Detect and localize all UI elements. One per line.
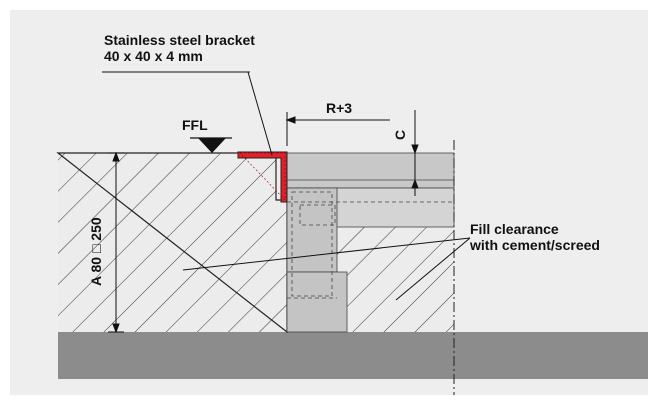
right-concrete-hatch: [337, 227, 454, 332]
r-dimension: [285, 112, 390, 146]
fill-clearance-line1: Fill clearance: [470, 221, 559, 237]
fill-clearance-line2: with cement/screed: [470, 237, 600, 254]
stainless-steel-bracket: [237, 151, 288, 203]
c-dimension: [411, 110, 419, 196]
triangle-down-icon: [190, 137, 232, 153]
bracket-leader-line: [247, 71, 273, 156]
hidden-lines: [287, 191, 454, 299]
a-dimension-suffix: 250: [88, 217, 104, 241]
bracket-label: Stainless steel bracket 40 x 40 x 4 mm: [104, 32, 255, 64]
fill-clearance-label: Fill clearance with cement/screed: [470, 221, 600, 253]
vertical-post-upper: [286, 187, 338, 273]
vertical-post-lower: [286, 271, 348, 333]
base-slab: [58, 332, 648, 379]
c-dimension-label: C: [392, 130, 408, 140]
ffl-label: FFL: [182, 117, 208, 133]
bracket-label-line1: Stainless steel bracket: [104, 32, 255, 48]
fill-leader-lines: [182, 237, 471, 301]
top-frame-member: [286, 152, 455, 189]
a-dimension-prefix: A 80: [88, 256, 104, 286]
a-dimension-label: A 80 □ 250: [88, 217, 104, 286]
a-dimension-symbol: □: [88, 244, 104, 254]
bracket-label-line2: 40 x 40 x 4 mm: [104, 48, 203, 65]
c-dimension-text: C: [392, 129, 408, 140]
r-dimension-label: R+3: [326, 100, 353, 116]
a-dimension: [108, 151, 124, 334]
